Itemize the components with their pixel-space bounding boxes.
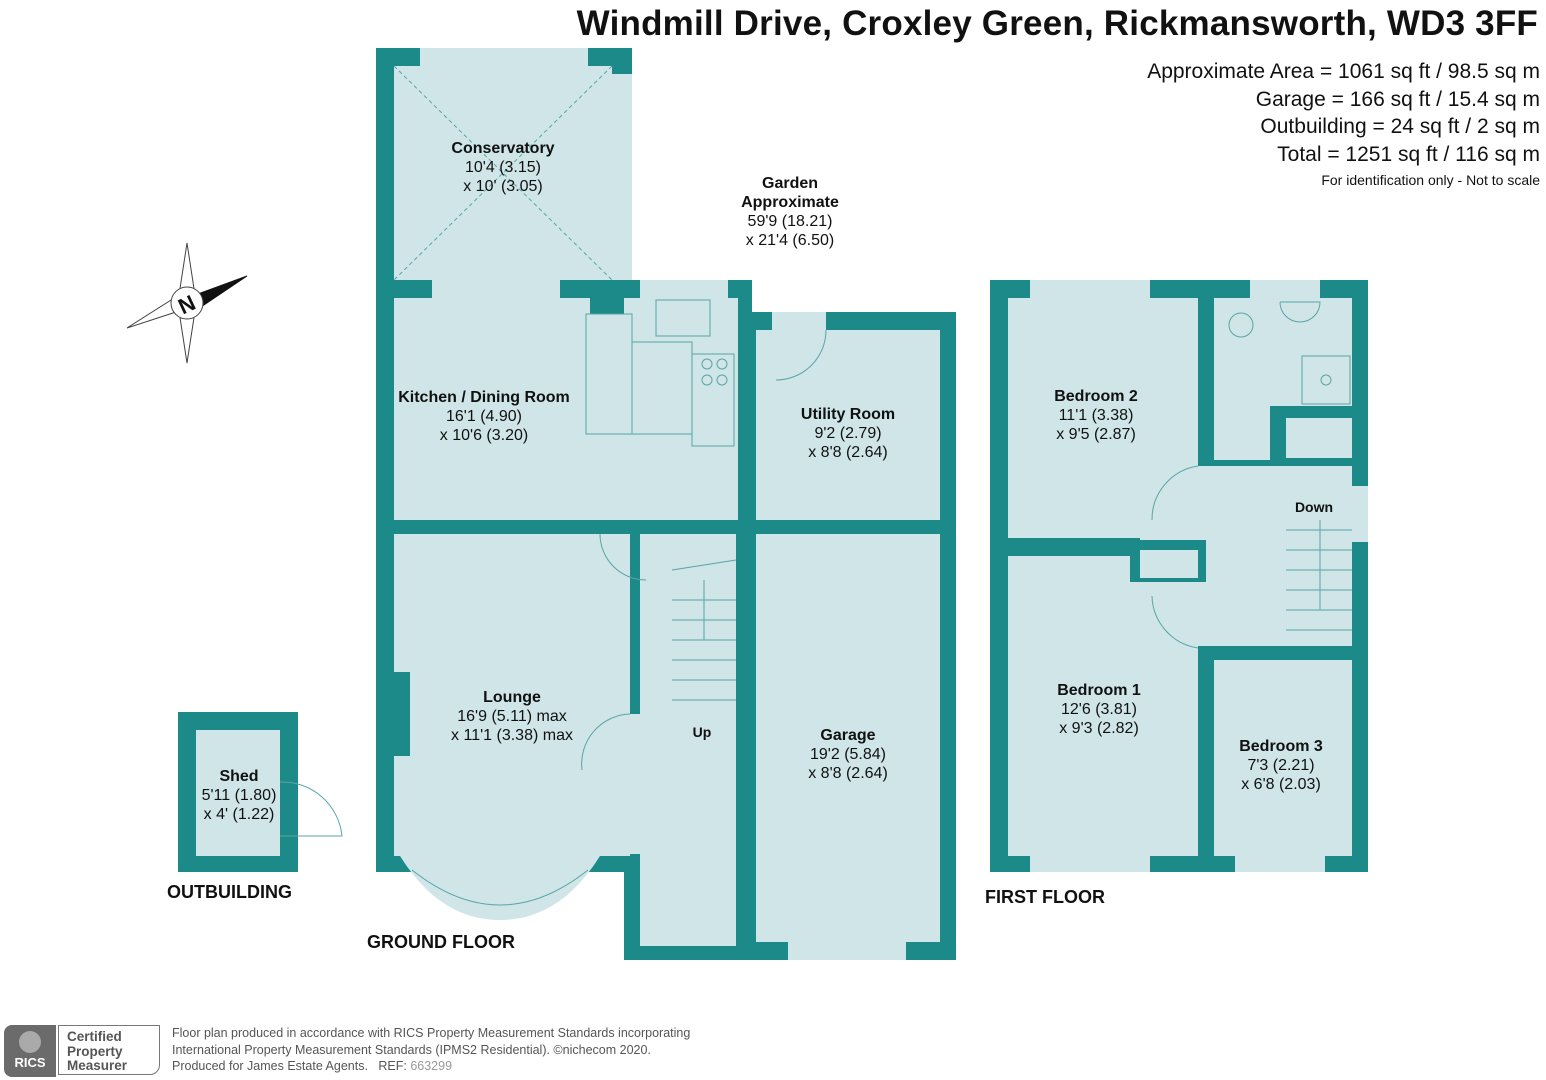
cert-line: Certified bbox=[67, 1029, 122, 1044]
area-outbuilding: Outbuilding = 24 sq ft / 2 sq m bbox=[1260, 115, 1540, 138]
room-dim: 11'1 (3.38) bbox=[1058, 407, 1134, 424]
room-dim: 19'2 (5.84) bbox=[809, 746, 886, 763]
footer-text: Floor plan produced in accordance with R… bbox=[172, 1025, 690, 1075]
room-name: Shed bbox=[219, 768, 259, 785]
room-dim: 9'2 (2.79) bbox=[814, 425, 882, 442]
area-summary: Approximate Area = 1061 sq ft / 98.5 sq … bbox=[1147, 58, 1540, 192]
rics-text: RICS bbox=[14, 1055, 46, 1070]
room-label-lounge: Lounge 16'9 (5.11) max x 11'1 (3.38) max bbox=[451, 688, 573, 745]
room-dim: x 11'1 (3.38) max bbox=[451, 727, 573, 744]
room-label-bedroom1: Bedroom 1 12'6 (3.81) x 9'3 (2.82) bbox=[1057, 681, 1141, 738]
room-label-garage: Garage 19'2 (5.84) x 8'8 (2.64) bbox=[808, 726, 888, 783]
room-name: Bedroom 1 bbox=[1057, 682, 1141, 699]
room-label-conservatory: Conservatory 10'4 (3.15) x 10' (3.05) bbox=[451, 139, 554, 196]
room-dim: 7'3 (2.21) bbox=[1247, 757, 1315, 774]
property-address-title: Windmill Drive, Croxley Green, Rickmansw… bbox=[576, 4, 1538, 43]
room-name: Bedroom 2 bbox=[1054, 388, 1138, 405]
rics-lion-icon bbox=[19, 1031, 41, 1053]
first-floor-label: FIRST FLOOR bbox=[985, 887, 1105, 907]
room-name: Utility Room bbox=[800, 406, 896, 423]
room-dim: 5'11 (1.80) bbox=[201, 787, 277, 804]
room-dim: x 6'8 (2.03) bbox=[1241, 776, 1321, 793]
room-label-shed: Shed 5'11 (1.80) x 4' (1.22) bbox=[202, 767, 277, 824]
room-dim: x 8'8 (2.64) bbox=[808, 444, 888, 461]
room-dim: 16'1 (4.90) bbox=[445, 408, 522, 425]
area-total: Total = 1251 sq ft / 116 sq m bbox=[1277, 142, 1540, 166]
ground-floor-label: GROUND FLOOR bbox=[367, 932, 515, 952]
room-dim: x 8'8 (2.64) bbox=[808, 765, 888, 782]
room-name: Bedroom 3 bbox=[1239, 738, 1323, 755]
footer-line: Floor plan produced in accordance with R… bbox=[172, 1026, 691, 1040]
room-dim: 59'9 (18.21) bbox=[747, 213, 833, 230]
reference-number: 663299 bbox=[410, 1059, 453, 1073]
room-label-utility: Utility Room 9'2 (2.79) x 8'8 (2.64) bbox=[801, 405, 895, 462]
rics-logo: RICS bbox=[4, 1025, 56, 1077]
room-name: Approximate bbox=[741, 194, 839, 211]
room-name: Lounge bbox=[483, 689, 541, 706]
certified-measurer-badge: Certified Property Measurer bbox=[58, 1025, 160, 1075]
room-label-garden: Garden Approximate 59'9 (18.21) x 21'4 (… bbox=[741, 174, 839, 250]
room-label-bedroom2: Bedroom 2 11'1 (3.38) x 9'5 (2.87) bbox=[1054, 387, 1138, 444]
footer-line: International Property Measurement Stand… bbox=[172, 1042, 651, 1057]
room-dim: x 21'4 (6.50) bbox=[745, 232, 835, 249]
room-dim: 16'9 (5.11) max bbox=[457, 708, 567, 725]
stairs-up-label: Up bbox=[692, 724, 712, 740]
room-dim: x 10' (3.05) bbox=[463, 178, 543, 195]
compass-rose-icon bbox=[126, 242, 248, 364]
cert-line: Measurer bbox=[67, 1058, 128, 1073]
room-dim: x 10'6 (3.20) bbox=[439, 427, 529, 444]
area-garage: Garage = 166 sq ft / 15.4 sq m bbox=[1255, 87, 1540, 111]
room-label-kitchen: Kitchen / Dining Room 16'1 (4.90) x 10'6… bbox=[398, 388, 570, 445]
footer-line-text: Produced for James Estate Agents. REF: bbox=[172, 1059, 411, 1073]
room-name: Kitchen / Dining Room bbox=[398, 389, 570, 406]
room-name: Garden bbox=[761, 175, 819, 192]
room-dim: 12'6 (3.81) bbox=[1060, 701, 1137, 718]
room-name: Garage bbox=[820, 727, 876, 744]
area-approximate: Approximate Area = 1061 sq ft / 98.5 sq … bbox=[1147, 60, 1540, 83]
room-dim: x 9'3 (2.82) bbox=[1059, 720, 1139, 737]
room-label-bedroom3: Bedroom 3 7'3 (2.21) x 6'8 (2.03) bbox=[1239, 737, 1323, 794]
footer: RICS Certified Property Measurer Floor p… bbox=[0, 1022, 760, 1080]
stairs-down-label: Down bbox=[1294, 499, 1334, 515]
scale-note: For identification only - Not to scale bbox=[1321, 172, 1540, 188]
room-dim: x 4' (1.22) bbox=[203, 806, 275, 823]
room-name: Conservatory bbox=[451, 140, 555, 157]
cert-line: Property bbox=[67, 1043, 123, 1059]
outbuilding-label: OUTBUILDING bbox=[167, 882, 292, 902]
room-dim: 10'4 (3.15) bbox=[465, 159, 541, 176]
room-dim: x 9'5 (2.87) bbox=[1056, 426, 1136, 443]
footer-line: Produced for James Estate Agents. REF: 6… bbox=[172, 1058, 690, 1075]
